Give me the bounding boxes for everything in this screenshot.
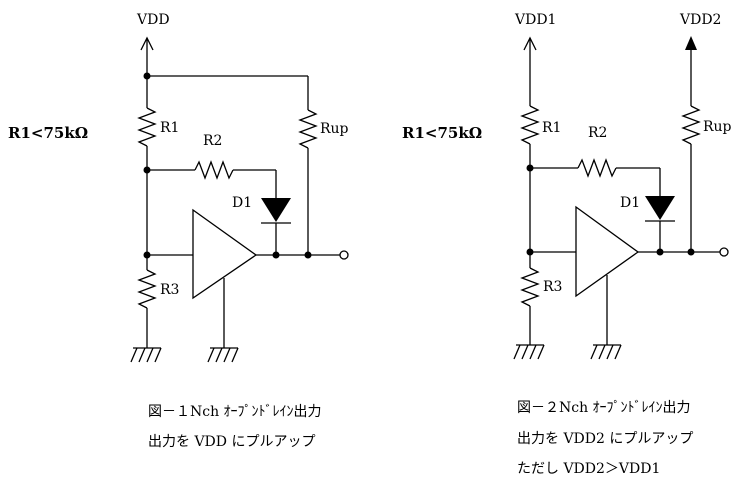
vdd1-label: VDD1 xyxy=(514,12,556,28)
resistor-r2 xyxy=(147,160,277,198)
ground-symbol xyxy=(513,344,545,360)
d1-label: D1 xyxy=(620,195,640,211)
r2-label: R2 xyxy=(588,125,607,141)
figure2-caption-line2: 出力を VDD2 にプルアップ xyxy=(517,431,693,447)
resistor-rup xyxy=(298,76,318,255)
vdd-label: VDD xyxy=(136,12,170,28)
rup-label: Rup xyxy=(320,121,349,137)
r2-label: R2 xyxy=(203,133,222,149)
r1-label: R1 xyxy=(542,120,561,136)
resistor-r1 xyxy=(137,76,157,170)
resistor-r3 xyxy=(520,252,540,345)
resistor-r3 xyxy=(137,255,157,348)
buffer-amplifier xyxy=(192,208,258,348)
output-terminal xyxy=(719,247,729,257)
condition-label: R1<75kΩ xyxy=(8,124,88,142)
ground-symbol xyxy=(590,344,622,360)
figure2-caption-line1: 図－２Nch ｵｰﾌﾟﾝﾄﾞﾚｲﾝ出力 xyxy=(517,400,691,416)
rup-label: Rup xyxy=(703,119,732,135)
condition-label: R1<75kΩ xyxy=(402,124,482,142)
diode-d1 xyxy=(645,196,675,252)
ground-symbol xyxy=(207,347,239,363)
r3-label: R3 xyxy=(160,282,179,298)
buffer-amplifier xyxy=(575,205,640,345)
output-terminal xyxy=(339,250,349,260)
figure1-caption-line1: 図－１Nch ｵｰﾌﾟﾝﾄﾞﾚｲﾝ出力 xyxy=(148,404,322,420)
d1-label: D1 xyxy=(232,195,252,211)
figure2-caption-line3: ただし VDD2＞VDD1 xyxy=(517,461,660,477)
vdd2-arrow-symbol xyxy=(685,36,697,106)
resistor-rup xyxy=(681,105,701,252)
r1-label: R1 xyxy=(160,120,179,136)
ground-symbol xyxy=(130,347,162,363)
circuit-1: VDD R1<75kΩ R1 R2 xyxy=(8,12,349,450)
resistor-r2 xyxy=(530,158,661,196)
vdd1-arrow-symbol xyxy=(523,36,537,106)
r3-label: R3 xyxy=(543,279,562,295)
vdd2-label: VDD2 xyxy=(679,12,721,28)
circuit-2: VDD1 VDD2 R1<75kΩ R1 R2 xyxy=(402,12,732,477)
diode-d1 xyxy=(261,198,291,255)
vdd-arrow-symbol xyxy=(140,36,154,76)
figure1-caption-line2: 出力を VDD にプルアップ xyxy=(148,434,315,450)
resistor-r1 xyxy=(520,105,540,168)
